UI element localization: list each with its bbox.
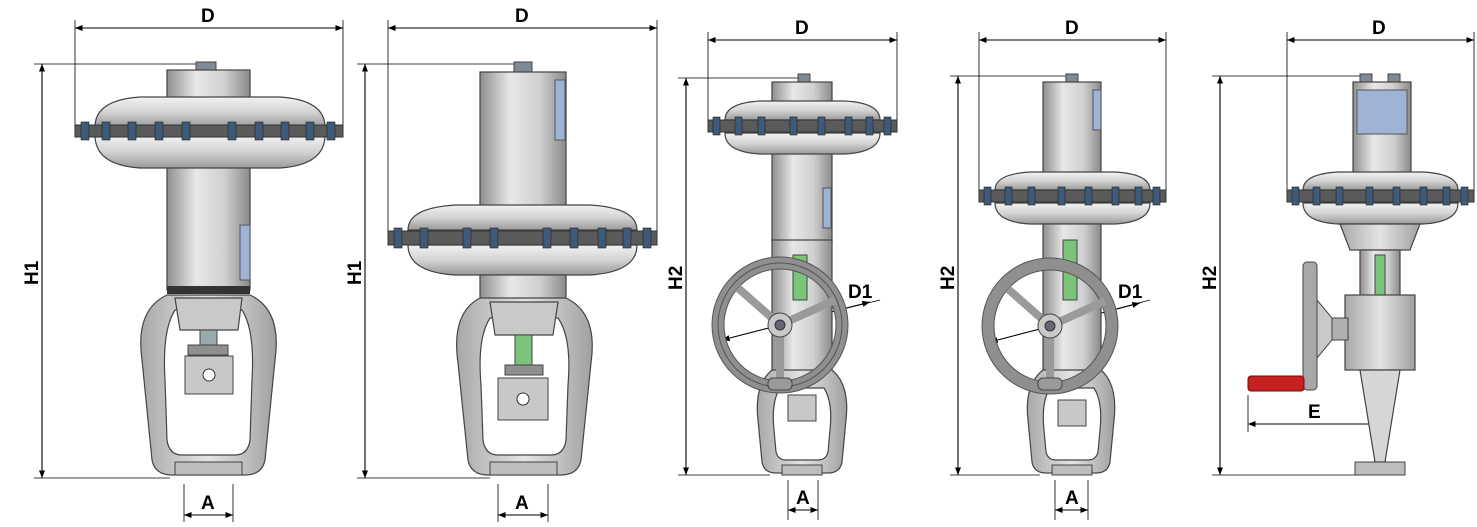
label-h2: H2: [666, 266, 687, 290]
view-4: D H2 A D1: [938, 18, 1167, 520]
view-5: D H2 E: [1200, 18, 1475, 476]
view-1: D H1 A: [22, 6, 344, 522]
view-2: D H1 A: [345, 6, 658, 522]
label-d: D: [1372, 18, 1386, 39]
label-e: E: [1308, 402, 1321, 423]
label-d: D: [1065, 18, 1079, 39]
handwheel: [711, 256, 849, 394]
actuator-body: [387, 61, 658, 476]
label-d1: D1: [848, 282, 873, 303]
actuator-body: [74, 61, 344, 476]
label-d: D: [201, 6, 215, 27]
label-a: A: [1065, 488, 1079, 509]
label-h2: H2: [1200, 266, 1221, 290]
view-3: D H2 A D1: [666, 18, 898, 520]
label-a: A: [201, 493, 215, 514]
label-h1: H1: [22, 260, 43, 285]
actuator-body: [978, 73, 1167, 476]
label-h2: H2: [938, 266, 959, 290]
label-d1: D1: [1118, 282, 1143, 303]
label-h1: H1: [345, 260, 366, 285]
handwheel: [981, 257, 1119, 395]
actuator-body: [1286, 73, 1475, 476]
label-d: D: [515, 6, 529, 27]
label-d: D: [795, 18, 809, 39]
label-a: A: [515, 493, 529, 514]
label-a: A: [796, 488, 810, 509]
side-handwheel: [1247, 261, 1333, 392]
